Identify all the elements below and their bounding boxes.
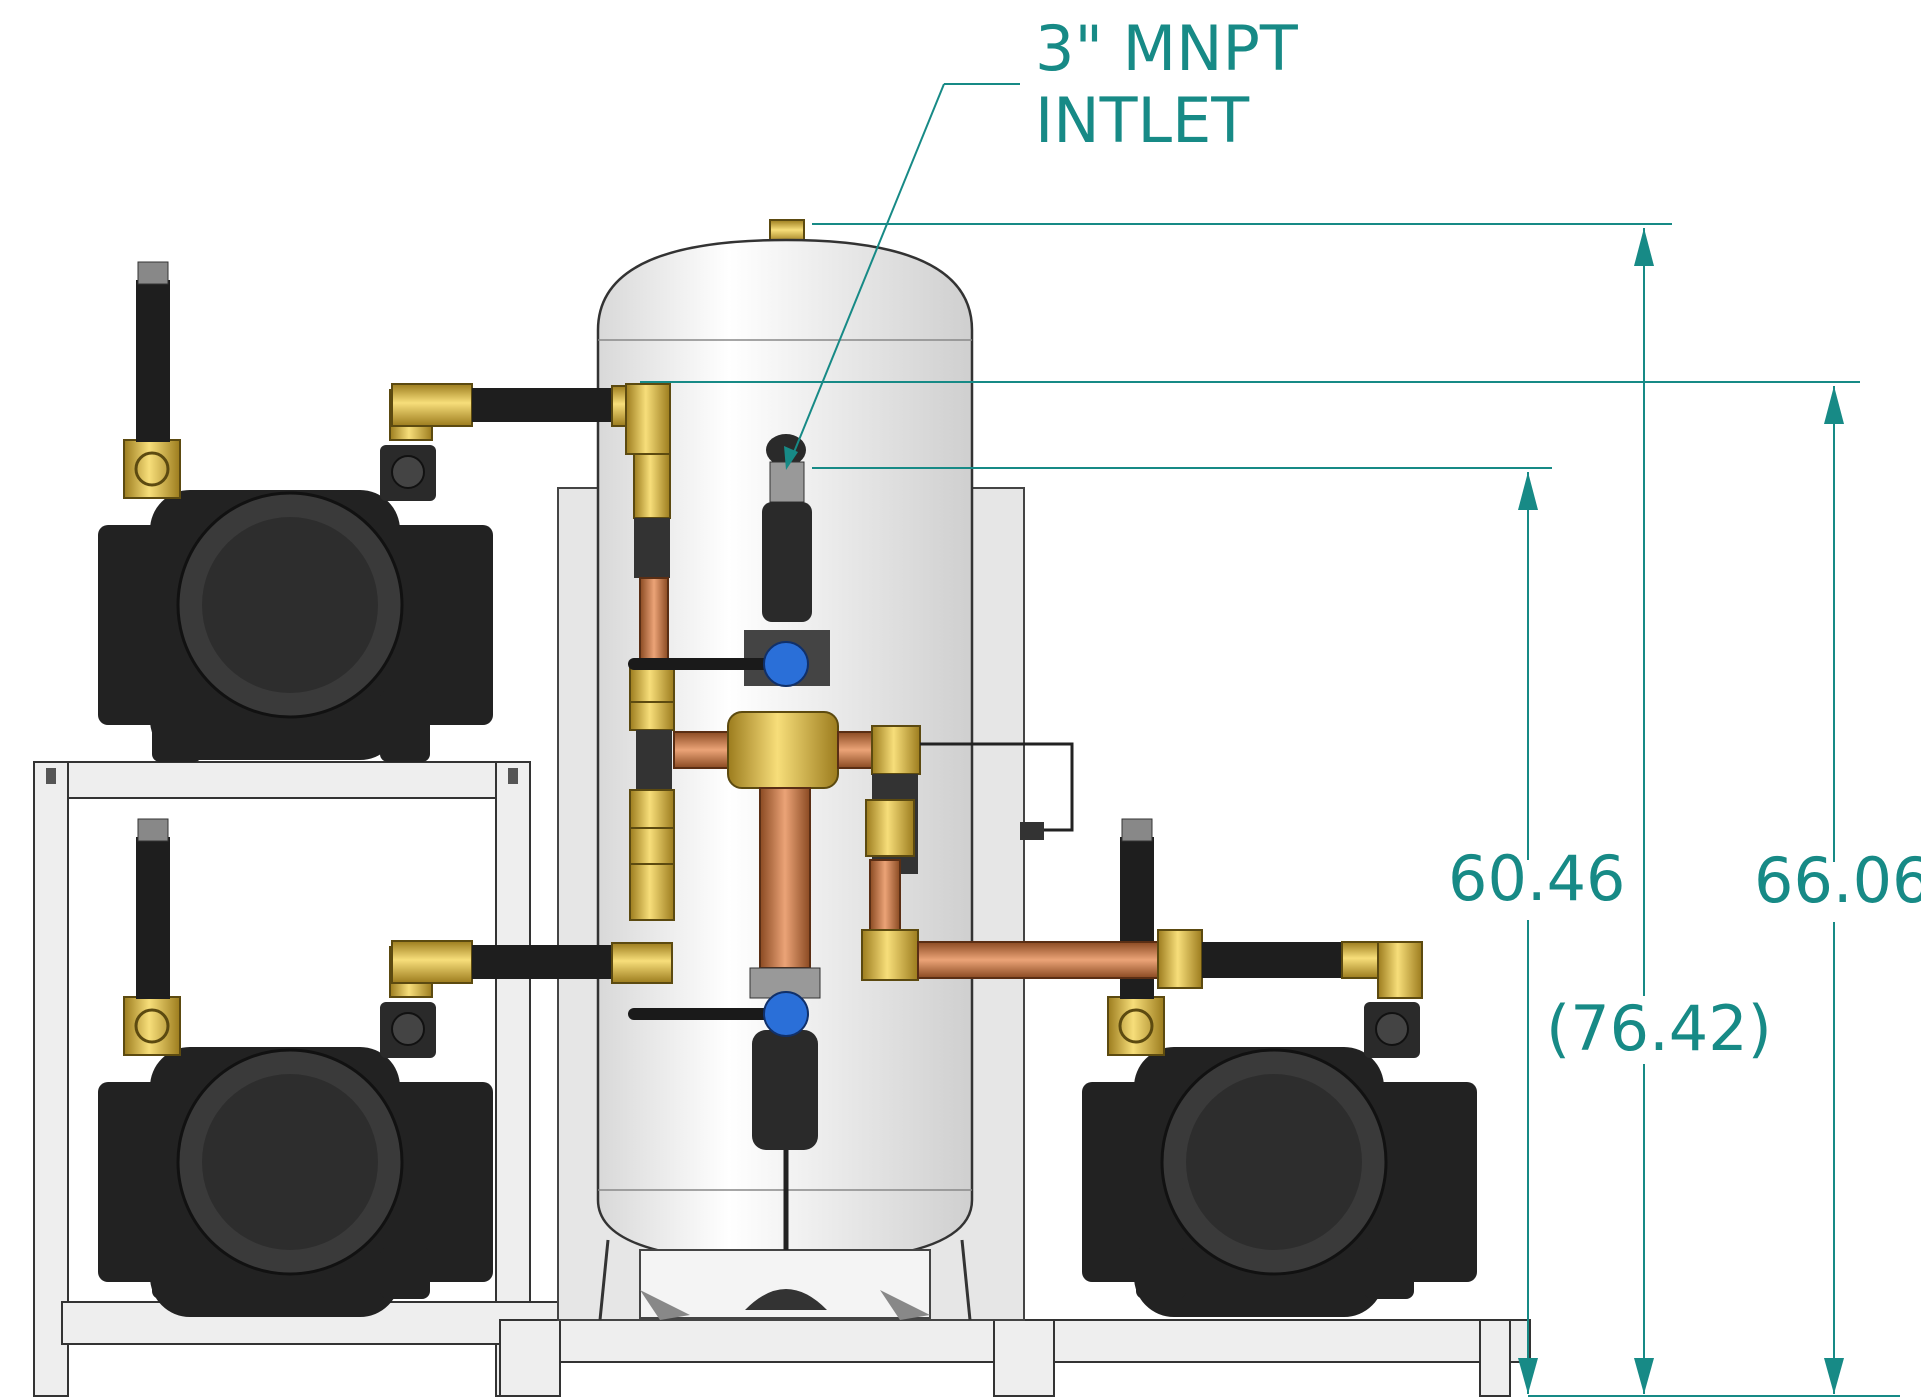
pump-top-left (98, 261, 612, 762)
dimension-66-06: 66.06 (1754, 844, 1921, 917)
base-skid (499, 1319, 1531, 1397)
valve-handles (628, 641, 809, 1037)
manifold-piping (611, 383, 1423, 1250)
pump-bottom-right (1082, 818, 1477, 1317)
dimension-76-42: (76.42) (1546, 992, 1772, 1065)
callout-line2: INTLET (1035, 84, 1250, 157)
dimension-60-46: 60.46 (1448, 842, 1626, 915)
left-stand-frame (33, 761, 559, 1397)
dimension-lines (640, 83, 1900, 1397)
callout-line1: 3" MNPT (1035, 12, 1299, 85)
pump-bottom-left (98, 818, 612, 1317)
